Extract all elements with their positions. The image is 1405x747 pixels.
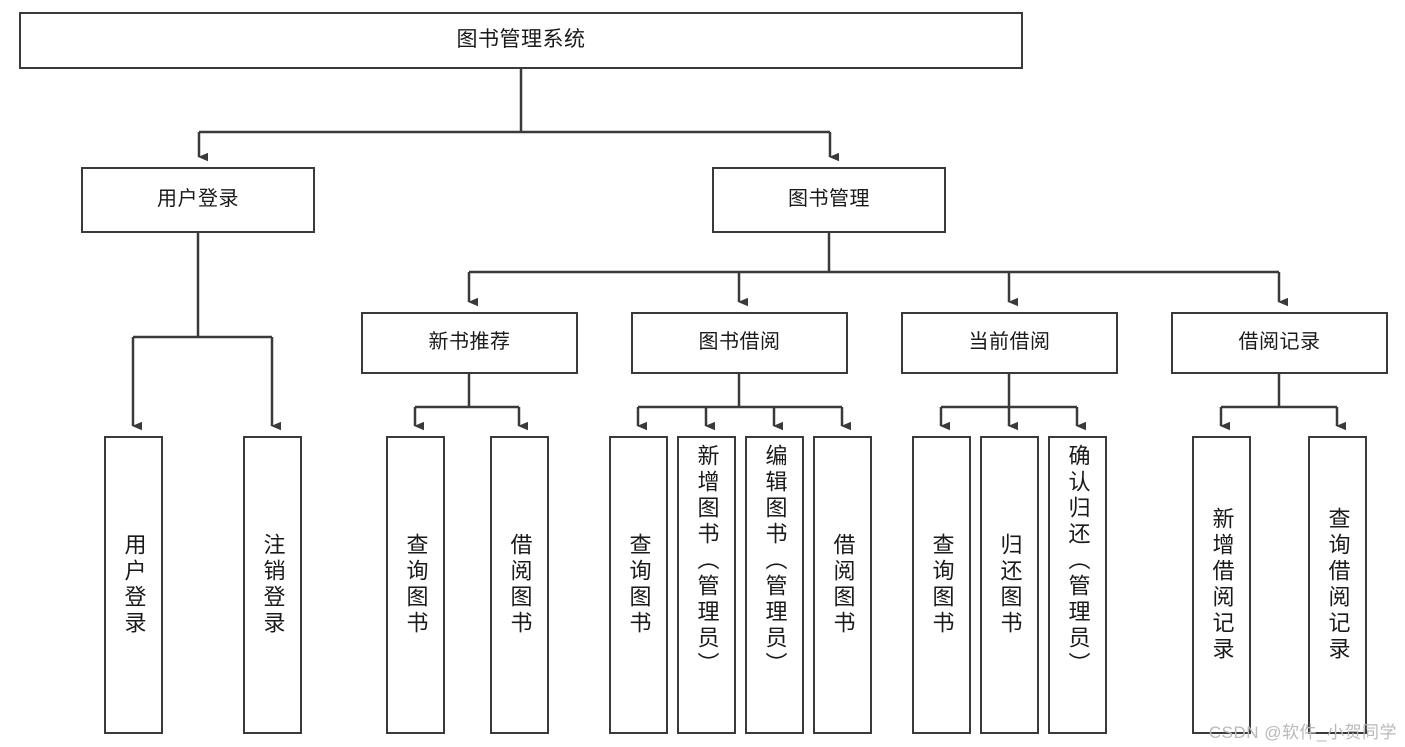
leaf-record-query[interactable]: 查询借阅记录 [1308,436,1367,734]
leaf-book-borrow-add-label: 新增图书（管理员） [694,444,720,678]
leaf-record-query-label: 查询借阅记录 [1325,507,1351,663]
leaf-book-borrow-borrow[interactable]: 借阅图书 [813,436,872,734]
node-new-book-recommendation[interactable]: 新书推荐 [361,312,578,374]
edges-newbookrec-to-leaves [413,374,528,431]
leaf-book-borrow-borrow-label: 借阅图书 [830,533,856,637]
node-new-book-recommendation-label: 新书推荐 [428,331,511,354]
node-borrowing-record-label: 借阅记录 [1238,331,1321,354]
node-book-management[interactable]: 图书管理 [712,167,946,233]
leaf-current-borrow-return-label: 归还图书 [997,533,1023,637]
leaf-user-login-login-label: 用户登录 [121,533,147,637]
edges-userlogin-to-leaves [131,233,281,431]
node-borrowing-record[interactable]: 借阅记录 [1171,312,1388,374]
leaf-current-borrow-confirm-return-label: 确认归还（管理员） [1065,444,1091,678]
node-book-borrowing[interactable]: 图书借阅 [631,312,848,374]
leaf-new-book-borrow-label: 借阅图书 [507,533,533,637]
leaf-current-borrow-query[interactable]: 查询图书 [912,436,971,734]
leaf-current-borrow-confirm-return[interactable]: 确认归还（管理员） [1048,436,1107,734]
edges-currentborrow-to-leaves [939,374,1086,431]
edges-bookmanage-to-level3 [467,233,1288,307]
leaf-new-book-query[interactable]: 查询图书 [386,436,445,734]
leaf-user-login-logout-label: 注销登录 [260,533,286,637]
leaf-book-borrow-add[interactable]: 新增图书（管理员） [677,436,736,734]
leaf-new-book-query-label: 查询图书 [403,533,429,637]
leaf-current-borrow-return[interactable]: 归还图书 [980,436,1039,734]
node-current-borrowing[interactable]: 当前借阅 [901,312,1118,374]
node-user-login-label: 用户登录 [157,188,239,211]
leaf-new-book-borrow[interactable]: 借阅图书 [490,436,549,734]
watermark: CSDN @软件_小贺同学 [1208,723,1397,742]
leaf-user-login-login[interactable]: 用户登录 [104,436,163,734]
leaf-record-add[interactable]: 新增借阅记录 [1192,436,1251,734]
edges-borrowrecord-to-leaves [1219,374,1346,431]
edges-bookborrow-to-leaves [636,374,851,431]
node-book-management-label: 图书管理 [788,188,870,211]
node-current-borrowing-label: 当前借阅 [968,331,1051,354]
leaf-user-login-logout[interactable]: 注销登录 [243,436,302,734]
node-root-system[interactable]: 图书管理系统 [19,12,1023,69]
edges-root-to-level2 [197,69,839,162]
leaf-book-borrow-query[interactable]: 查询图书 [609,436,668,734]
node-user-login[interactable]: 用户登录 [81,167,315,233]
leaf-book-borrow-edit[interactable]: 编辑图书（管理员） [745,436,804,734]
leaf-current-borrow-query-label: 查询图书 [929,533,955,637]
leaf-book-borrow-edit-label: 编辑图书（管理员） [762,444,788,678]
leaf-book-borrow-query-label: 查询图书 [626,533,652,637]
node-book-borrowing-label: 图书借阅 [698,331,781,354]
leaf-record-add-label: 新增借阅记录 [1209,507,1235,663]
node-root-system-label: 图书管理系统 [456,28,586,52]
